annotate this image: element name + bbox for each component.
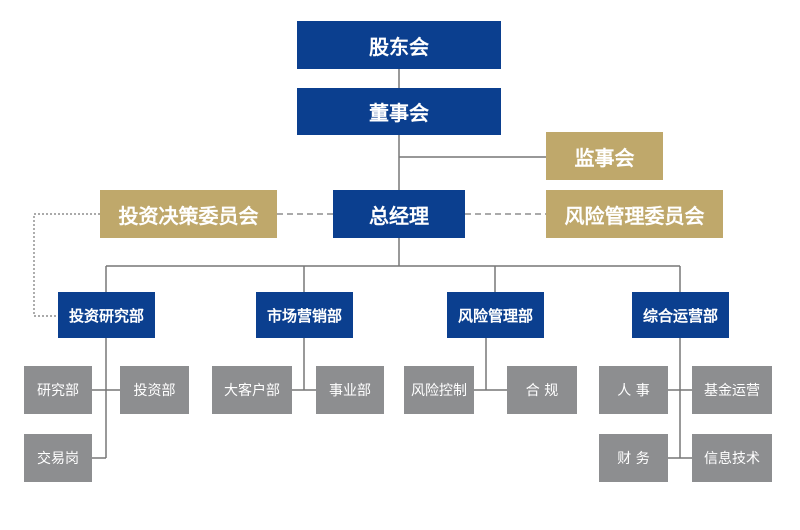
unit-node: 风险控制 [404, 366, 474, 414]
unit-node: 合 规 [507, 366, 577, 414]
board-node: 董事会 [297, 88, 501, 135]
department-node: 风险管理部 [447, 292, 544, 338]
department-node: 市场营销部 [256, 292, 353, 338]
unit-node: 财 务 [599, 434, 668, 482]
shareholders-node: 股东会 [297, 21, 501, 69]
supervisors-node: 监事会 [546, 132, 663, 180]
unit-node: 大客户部 [212, 366, 292, 414]
unit-node: 信息技术 [692, 434, 772, 482]
general-manager-node: 总经理 [333, 190, 465, 238]
department-node: 综合运营部 [632, 292, 729, 338]
department-node: 投资研究部 [58, 292, 155, 338]
investment-committee-node: 投资决策委员会 [100, 190, 277, 238]
unit-node: 基金运营 [692, 366, 772, 414]
unit-node: 事业部 [316, 366, 384, 414]
unit-node: 交易岗 [24, 434, 92, 482]
unit-node: 研究部 [24, 366, 92, 414]
unit-node: 人 事 [599, 366, 668, 414]
unit-node: 投资部 [120, 366, 189, 414]
risk-committee-node: 风险管理委员会 [546, 190, 723, 238]
